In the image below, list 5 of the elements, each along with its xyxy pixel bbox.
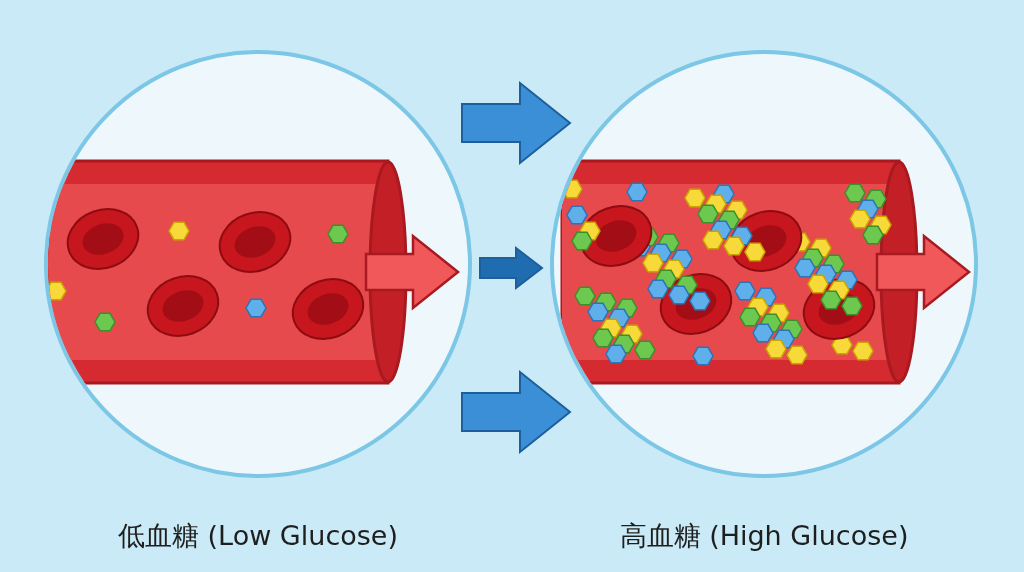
block-arrow [479,245,544,291]
block-arrow [461,369,572,455]
node-label: 高血糖 (High Glucose) [618,519,910,553]
block-arrow [461,80,572,166]
node-label: 低血糖 (Low Glucose) [117,519,399,553]
